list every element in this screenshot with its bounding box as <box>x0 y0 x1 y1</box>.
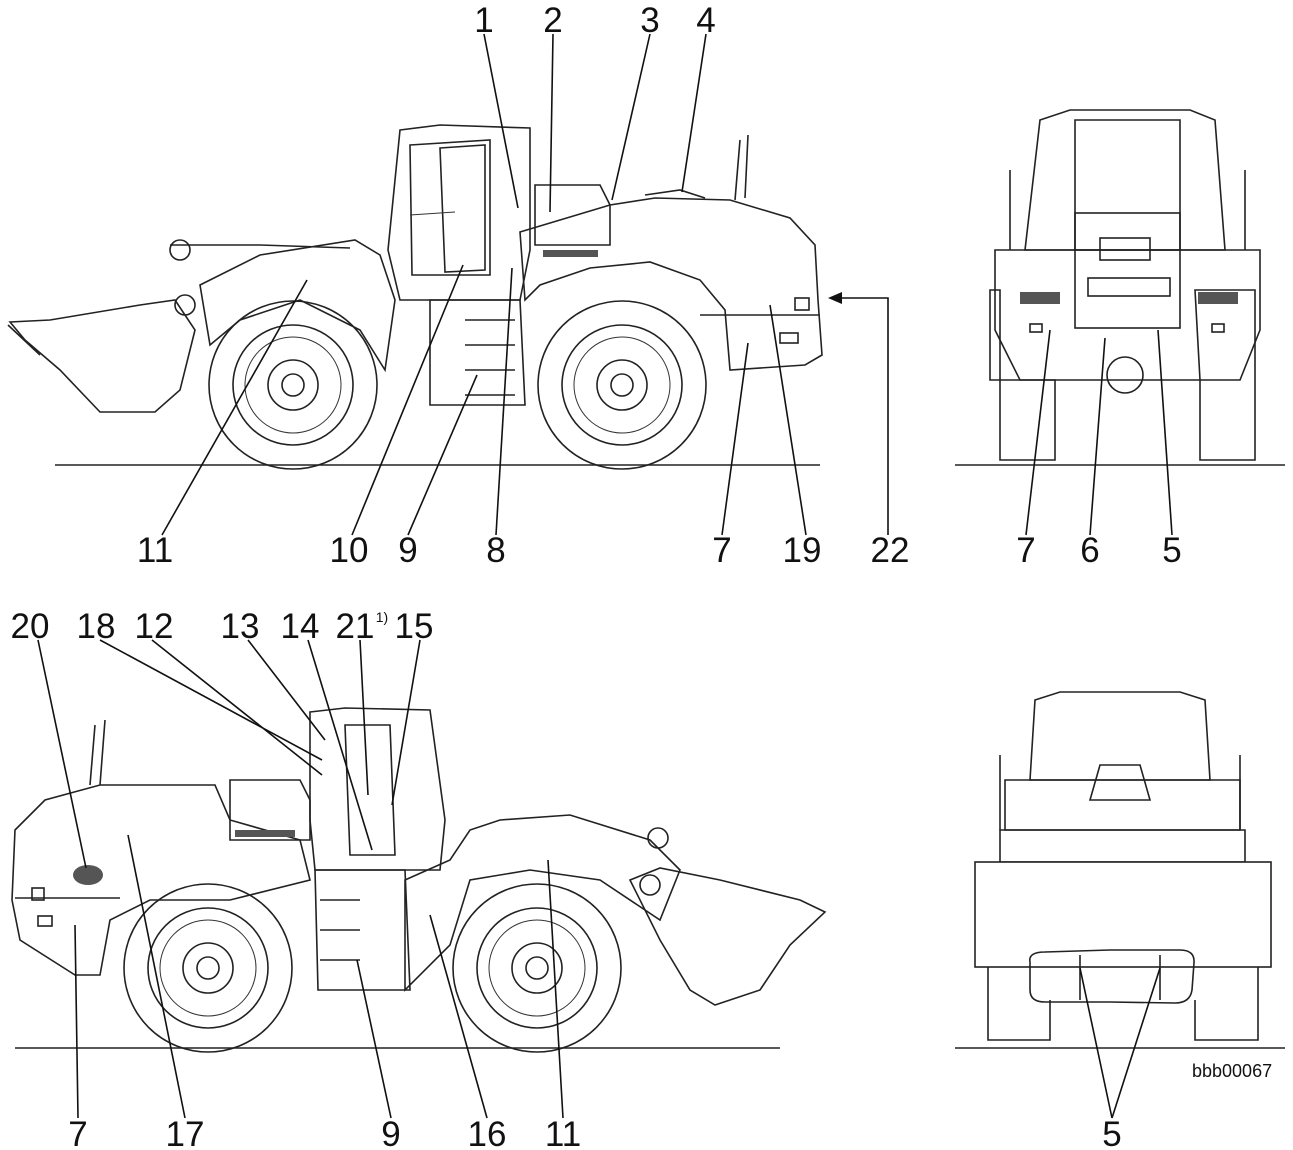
callout-9-bottom: 9 <box>381 1115 400 1150</box>
decal-outline <box>1028 949 1195 1004</box>
bucket-2 <box>628 867 827 1006</box>
rear-wheel-2 <box>123 883 293 1053</box>
callout-13: 13 <box>221 607 260 646</box>
front-bucket-face <box>974 861 1272 968</box>
callout-4: 4 <box>696 1 715 40</box>
front-cab <box>1029 691 1211 781</box>
bottom-leaders <box>37 639 564 1119</box>
step-grille <box>543 250 598 257</box>
callout-15: 15 <box>395 607 434 646</box>
front-wheel <box>208 300 378 470</box>
callout-1: 1 <box>474 1 493 40</box>
engine-hood <box>519 197 823 371</box>
callout-19: 19 <box>783 531 822 570</box>
callout-8: 8 <box>486 531 505 570</box>
callout-14: 14 <box>281 607 320 646</box>
callout-22-arrow <box>835 297 889 535</box>
callout-12: 12 <box>135 607 174 646</box>
callout-2: 2 <box>543 1 562 40</box>
top-leaders <box>161 33 807 536</box>
callout-18: 18 <box>77 607 116 646</box>
rear-wheel <box>537 300 707 470</box>
rear-grille-panel <box>1074 212 1181 329</box>
front-wheel-2 <box>452 883 622 1053</box>
callout-7-top: 7 <box>712 531 731 570</box>
callout-11-top: 11 <box>137 531 173 570</box>
left-side-view <box>7 124 889 535</box>
right-side-view <box>11 707 827 1053</box>
front-leaders <box>1079 967 1161 1119</box>
figure-reference-code: bbb00067 <box>1192 1061 1272 1081</box>
callout-labels: 1 2 3 4 11 10 9 8 7 19 22 7 6 5 20 18 12… <box>11 1 1273 1150</box>
rear-cab <box>1024 109 1226 251</box>
callout-10: 10 <box>330 531 369 570</box>
callout-9-top: 9 <box>398 531 417 570</box>
callout-5-front: 5 <box>1102 1115 1121 1150</box>
callout-7-bottom: 7 <box>68 1115 87 1150</box>
callout-17: 17 <box>166 1115 205 1150</box>
callout-21-footnote-mark: 1) <box>376 609 388 625</box>
rear-right-tire <box>1194 289 1256 461</box>
loader-arm <box>199 239 396 373</box>
callout-3: 3 <box>640 1 659 40</box>
callout-20: 20 <box>11 607 50 646</box>
rear-leaders <box>1025 329 1173 536</box>
callout-5-rear: 5 <box>1162 531 1181 570</box>
callout-22: 22 <box>871 531 910 570</box>
front-view <box>955 691 1285 1049</box>
callout-11-bottom: 11 <box>545 1115 581 1150</box>
loader-arm-2 <box>404 814 681 992</box>
rear-left-tire <box>989 289 1056 461</box>
bucket <box>8 299 196 413</box>
cab <box>387 124 531 301</box>
callout-6: 6 <box>1080 531 1099 570</box>
callout-7-rear: 7 <box>1016 531 1035 570</box>
rear-view <box>955 109 1285 466</box>
cab-2 <box>309 707 446 871</box>
engine-hood-2 <box>11 784 311 976</box>
callout-16: 16 <box>468 1115 507 1150</box>
callout-21: 21 <box>336 607 375 646</box>
